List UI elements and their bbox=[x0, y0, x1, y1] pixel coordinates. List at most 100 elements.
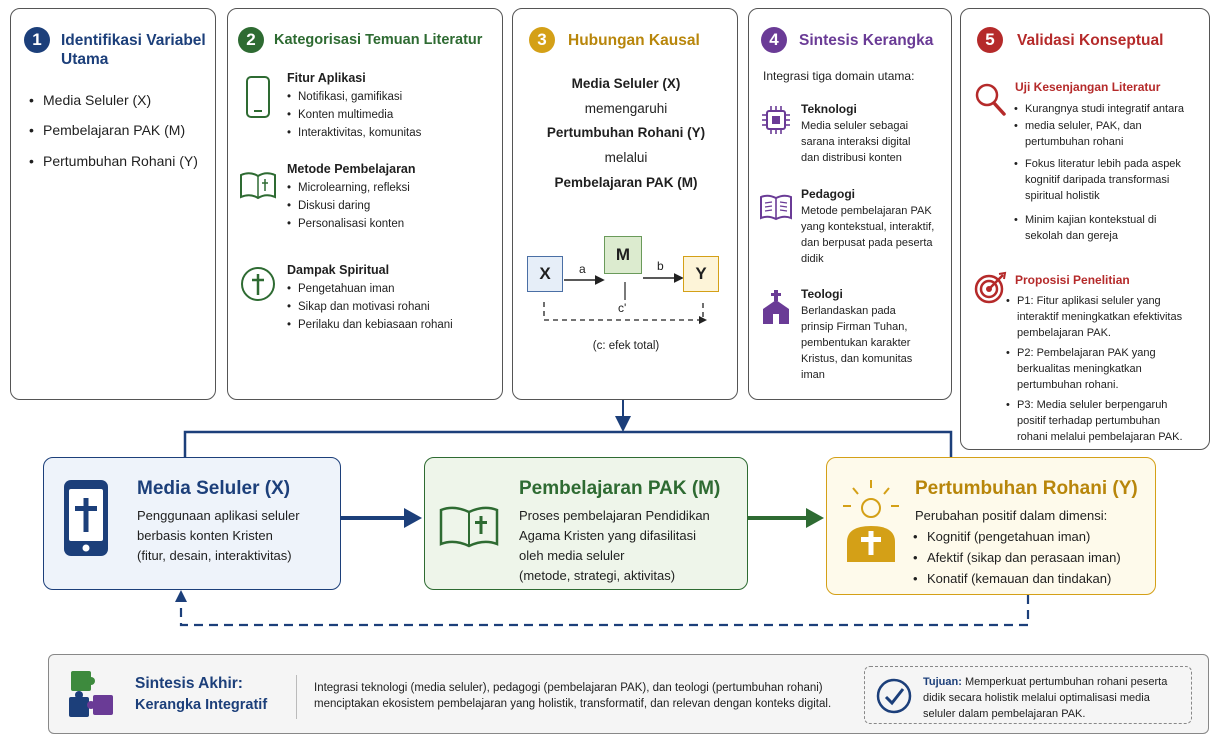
goal-line: Memperkuat pertumbuhan rohani peserta bbox=[961, 676, 1168, 688]
book-icon bbox=[760, 194, 792, 221]
goal-line: didik secara holistik melalui optimalisa… bbox=[923, 692, 1150, 704]
domain-line: yang kontekstual, interaktif, bbox=[801, 221, 935, 233]
box-pertumbuhan-rohani: Pertumbuhan Rohani (Y) Perubahan positif… bbox=[826, 457, 1156, 595]
check-circle-icon bbox=[876, 678, 912, 714]
church-icon bbox=[763, 290, 789, 324]
domain-line: Media seluler sebagai bbox=[801, 120, 909, 132]
footer-divider bbox=[296, 675, 297, 719]
box-title: Media Seluler (X) bbox=[137, 478, 291, 499]
prop-item: P3: Media seluler berpengaruh bbox=[1006, 398, 1167, 412]
variable-item: Pembelajaran PAK (M) bbox=[29, 121, 185, 139]
box-media-seluler: Media Seluler (X) Penggunaan aplikasi se… bbox=[43, 457, 341, 590]
footer-synthesis-panel: Sintesis Akhir: Kerangka Integratif Inte… bbox=[48, 654, 1209, 734]
phone-cross-icon bbox=[64, 480, 108, 556]
causal-line: memengaruhi bbox=[584, 101, 668, 116]
card-title: Identifikasi Variabel Utama bbox=[61, 32, 206, 68]
gap-line: kognitif daripada transformasi bbox=[1025, 174, 1170, 186]
puzzle-icon bbox=[69, 671, 113, 717]
domain-title: Pedagogi bbox=[801, 187, 856, 201]
dimension-item: Afektif (sikap dan perasaan iman) bbox=[913, 549, 1121, 567]
box-line: Penggunaan aplikasi seluler bbox=[137, 508, 300, 523]
gap-line: media seluler, PAK, dan bbox=[1014, 119, 1142, 133]
footer-line: menciptakan ekosistem pembelajaran yang … bbox=[314, 698, 832, 710]
domain-line: dan distribusi konten bbox=[801, 152, 902, 164]
domain-title: Teknologi bbox=[801, 102, 857, 116]
step-number: 5 bbox=[977, 27, 1003, 53]
group-item: Diskusi daring bbox=[287, 199, 370, 213]
domain-title: Teologi bbox=[801, 287, 843, 301]
footer-line: Integrasi teknologi (media seluler), ped… bbox=[314, 682, 823, 694]
group-item: Microlearning, refleksi bbox=[287, 181, 410, 195]
domain-line: pembentukan karakter bbox=[801, 337, 911, 349]
goal-label: Tujuan: bbox=[923, 676, 962, 688]
card-variable-identification: 1 Identifikasi Variabel Utama Media Selu… bbox=[10, 8, 216, 400]
cross-circle-icon bbox=[241, 267, 275, 301]
domain-line: Metode pembelajaran PAK bbox=[801, 205, 932, 217]
group-item: Konten multimedia bbox=[287, 108, 393, 122]
box-title: Pertumbuhan Rohani (Y) bbox=[915, 478, 1138, 499]
smartphone-icon bbox=[246, 76, 270, 118]
box-pembelajaran-pak: Pembelajaran PAK (M) Proses pembelajaran… bbox=[424, 457, 748, 590]
gap-line: spiritual holistik bbox=[1025, 190, 1100, 202]
card-title: Hubungan Kausal bbox=[568, 32, 700, 49]
box-line: (fitur, desain, interaktivitas) bbox=[137, 548, 292, 563]
person-light-icon bbox=[843, 480, 899, 562]
chip-icon bbox=[762, 106, 790, 134]
gap-line: pertumbuhan rohani bbox=[1025, 136, 1124, 148]
prop-item: P2: Pembelajaran PAK yang bbox=[1006, 346, 1156, 360]
box-line: berbasis konten Kristen bbox=[137, 528, 273, 543]
variable-item: Pertumbuhan Rohani (Y) bbox=[29, 152, 198, 170]
gap-title: Uji Kesenjangan Literatur bbox=[1015, 80, 1161, 94]
card-conceptual-validation: 5 Validasi Konseptual Uji Kesenjangan Li… bbox=[960, 8, 1210, 450]
group-item: Interaktivitas, komunitas bbox=[287, 126, 421, 140]
domain-line: Berlandaskan pada bbox=[801, 305, 896, 317]
goal-box: Tujuan: Memperkuat pertumbuhan rohani pe… bbox=[864, 666, 1192, 724]
prop-line: rohani melalui pembelajaran PAK. bbox=[1017, 431, 1183, 443]
gap-item: Kurangnya studi integratif antara bbox=[1014, 102, 1184, 116]
group-title: Metode Pembelajaran bbox=[287, 162, 416, 176]
group-item: Pengetahuan iman bbox=[287, 282, 395, 296]
causal-line: Media Seluler (X) bbox=[571, 76, 681, 91]
group-item: Sikap dan motivasi rohani bbox=[287, 300, 430, 314]
prop-line: berkualitas meningkatkan bbox=[1017, 363, 1142, 375]
prop-line: pertumbuhan rohani. bbox=[1017, 379, 1119, 391]
prop-item: P1: Fitur aplikasi seluler yang bbox=[1006, 294, 1161, 308]
group-item: Perilaku dan kebiasaan rohani bbox=[287, 318, 453, 332]
goal-line: seluler dalam pembelajaran PAK. bbox=[923, 708, 1086, 720]
box-line: Agama Kristen yang difasilitasi bbox=[519, 528, 697, 543]
group-item: Personalisasi konten bbox=[287, 217, 404, 231]
box-intro: Perubahan positif dalam dimensi: bbox=[915, 508, 1108, 523]
step-number: 4 bbox=[761, 27, 787, 53]
domain-line: dan berpusat pada peserta bbox=[801, 237, 933, 249]
group-item: Notifikasi, gamifikasi bbox=[287, 90, 402, 104]
box-title: Pembelajaran PAK (M) bbox=[519, 478, 721, 499]
causal-line: Pertumbuhan Rohani (Y) bbox=[546, 125, 706, 140]
domain-line: Kristus, dan komunitas bbox=[801, 353, 913, 365]
gap-item: Fokus literatur lebih pada aspek bbox=[1014, 157, 1181, 171]
gap-line: sekolah dan gereja bbox=[1025, 230, 1118, 242]
path-label-b: b bbox=[657, 259, 664, 273]
group-title: Dampak Spiritual bbox=[287, 263, 390, 277]
causal-line: Pembelajaran PAK (M) bbox=[554, 175, 698, 190]
box-line: oleh media seluler bbox=[519, 548, 625, 563]
feedback-dashed-line bbox=[179, 595, 1030, 627]
prop-line: interaktif meningkatkan efektivitas bbox=[1017, 311, 1183, 323]
path-label-c-prime: c' bbox=[618, 301, 627, 315]
goal-text-line: Tujuan: Memperkuat pertumbuhan rohani pe… bbox=[923, 675, 1167, 690]
prop-line: positif terhadap pertumbuhan bbox=[1017, 415, 1161, 427]
open-bible-icon bbox=[240, 172, 276, 200]
box-line: Proses pembelajaran Pendidikan bbox=[519, 508, 710, 523]
path-label-a: a bbox=[579, 262, 586, 276]
card-title: Sintesis Kerangka bbox=[799, 32, 934, 49]
box-line: (metode, strategi, aktivitas) bbox=[519, 568, 676, 583]
footer-title: Sintesis Akhir: bbox=[135, 675, 243, 692]
card-title: Kategorisasi Temuan Literatur bbox=[274, 32, 483, 48]
prop-line: pembelajaran PAK. bbox=[1017, 327, 1111, 339]
group-title: Fitur Aplikasi bbox=[287, 71, 366, 85]
step-number: 1 bbox=[24, 27, 50, 53]
node-m: M bbox=[604, 236, 642, 274]
dimension-item: Konatif (kemauan dan tindakan) bbox=[913, 570, 1111, 588]
card-literature-categorization: 2 Kategorisasi Temuan Literatur Fitur Ap… bbox=[227, 8, 503, 400]
causal-line: melalui bbox=[604, 150, 648, 165]
